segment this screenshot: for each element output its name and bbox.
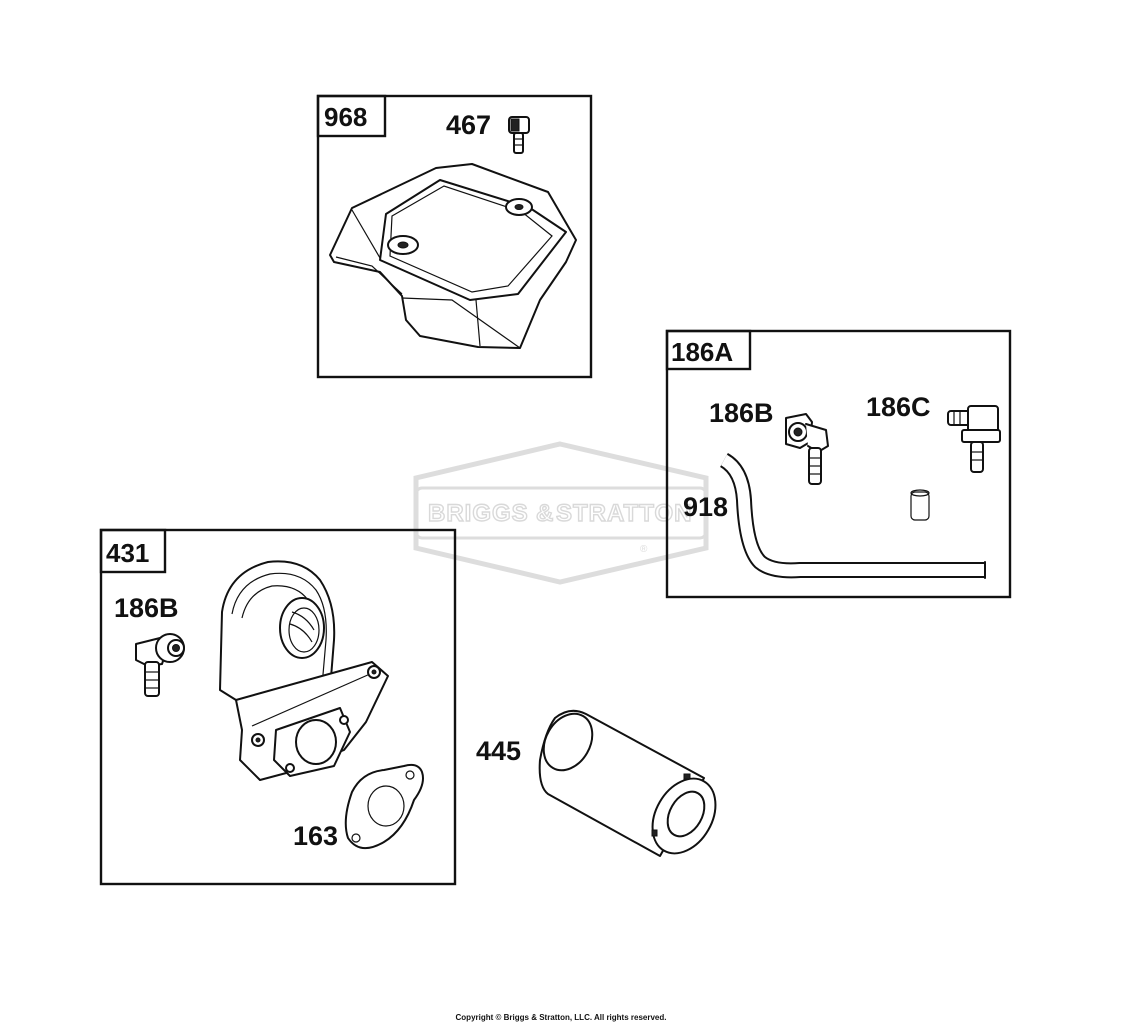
elbow-fitting-icon[interactable] xyxy=(135,633,185,697)
group-968-label[interactable]: 968 xyxy=(324,102,367,132)
tee-fitting-icon[interactable] xyxy=(947,405,1001,473)
watermark-brand-amp: & xyxy=(536,500,554,527)
filter-cartridge-group: 445 xyxy=(476,705,728,865)
group-431-tag xyxy=(99,528,167,574)
watermark-band xyxy=(414,486,708,540)
group-968-frame xyxy=(316,94,593,379)
group-431-label[interactable]: 431 xyxy=(106,538,149,568)
gasket-icon[interactable] xyxy=(344,763,424,849)
watermark-diamond-icon xyxy=(413,441,709,585)
group-186A-label[interactable]: 186A xyxy=(671,337,733,367)
elbow-fitting-icon[interactable] xyxy=(785,413,829,485)
group-186A-frame xyxy=(665,329,1012,599)
group-431-frame xyxy=(99,528,457,886)
group-186A-tag xyxy=(665,329,752,371)
copyright-notice: Copyright © Briggs & Stratton, LLC. All … xyxy=(456,1013,667,1022)
hose-icon[interactable] xyxy=(719,453,986,579)
callout-918[interactable]: 918 xyxy=(683,492,728,522)
cover-icon[interactable] xyxy=(329,163,577,349)
group-968-tag xyxy=(316,94,387,138)
callout-467[interactable]: 467 xyxy=(446,110,491,140)
sleeve-icon[interactable] xyxy=(910,489,930,521)
brand-watermark: BRIGGS & STRATTON ® xyxy=(413,441,709,585)
callout-186C[interactable]: 186C xyxy=(866,392,931,422)
group-431: 431 186B xyxy=(99,528,457,886)
group-968: 968 467 xyxy=(316,94,593,379)
watermark-registered: ® xyxy=(640,544,648,555)
callout-186B-top[interactable]: 186B xyxy=(709,398,774,428)
air-cleaner-base-icon[interactable] xyxy=(219,560,389,781)
watermark-brand-left: BRIGGS xyxy=(428,500,529,527)
callout-186B-left[interactable]: 186B xyxy=(114,593,179,623)
screw-icon[interactable] xyxy=(508,116,530,154)
group-186A: 186A 186B 186C xyxy=(665,329,1012,599)
filter-cartridge-icon[interactable] xyxy=(534,705,728,865)
callout-445[interactable]: 445 xyxy=(476,736,521,766)
callout-163[interactable]: 163 xyxy=(293,821,338,851)
watermark-brand-right: STRATTON xyxy=(556,500,692,527)
